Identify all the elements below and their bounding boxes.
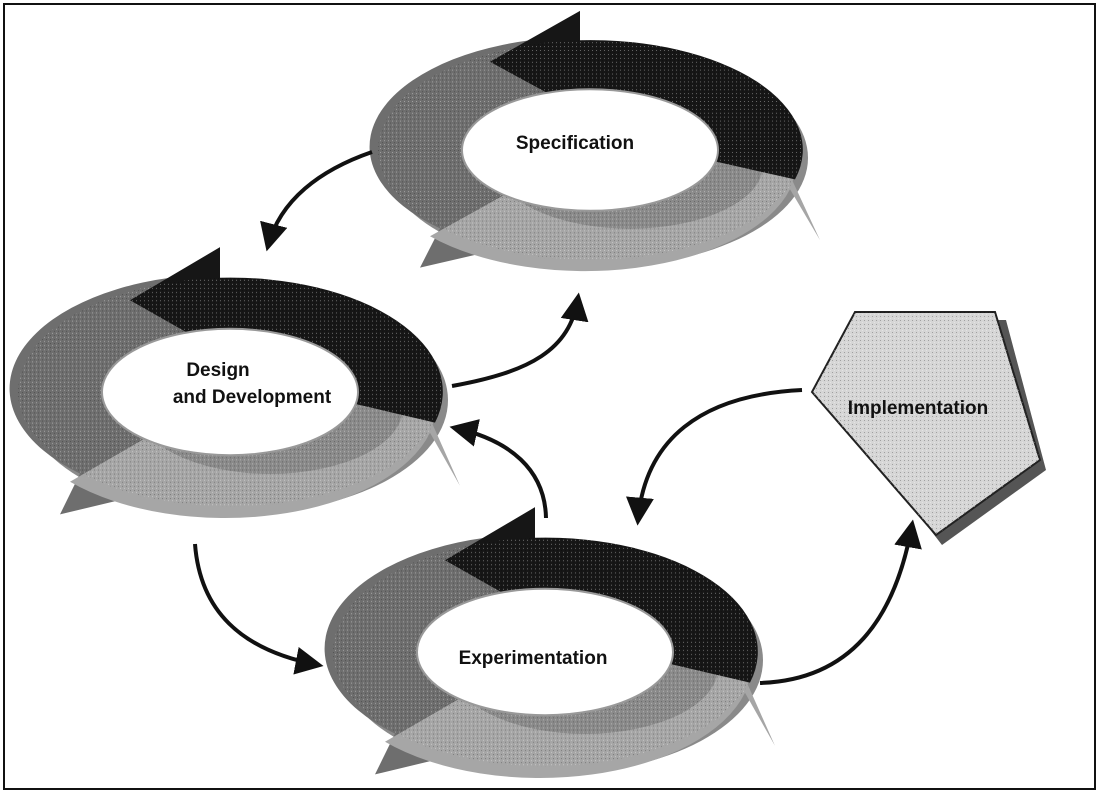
arrow-exp-to-impl [759, 519, 922, 685]
arrow-design-to-spec [451, 292, 589, 388]
connector-arrows [193, 150, 922, 685]
design-label-line1: Design [186, 360, 249, 381]
design-label-line2: and Development [173, 387, 332, 408]
implementation-label: Implementation [848, 398, 988, 419]
experimentation-label: Experimentation [459, 648, 608, 669]
experimentation-cycle [323, 506, 777, 780]
arrow-design-to-exp [193, 543, 324, 675]
arrow-impl-to-exp [626, 388, 803, 526]
implementation-pentagon [810, 311, 1046, 545]
arrow-spec-to-design [260, 150, 373, 252]
diagram-border [3, 3, 1096, 790]
arrow-exp-to-design [449, 419, 548, 519]
design-development-cycle [8, 246, 462, 520]
specification-label: Specification [516, 133, 634, 154]
